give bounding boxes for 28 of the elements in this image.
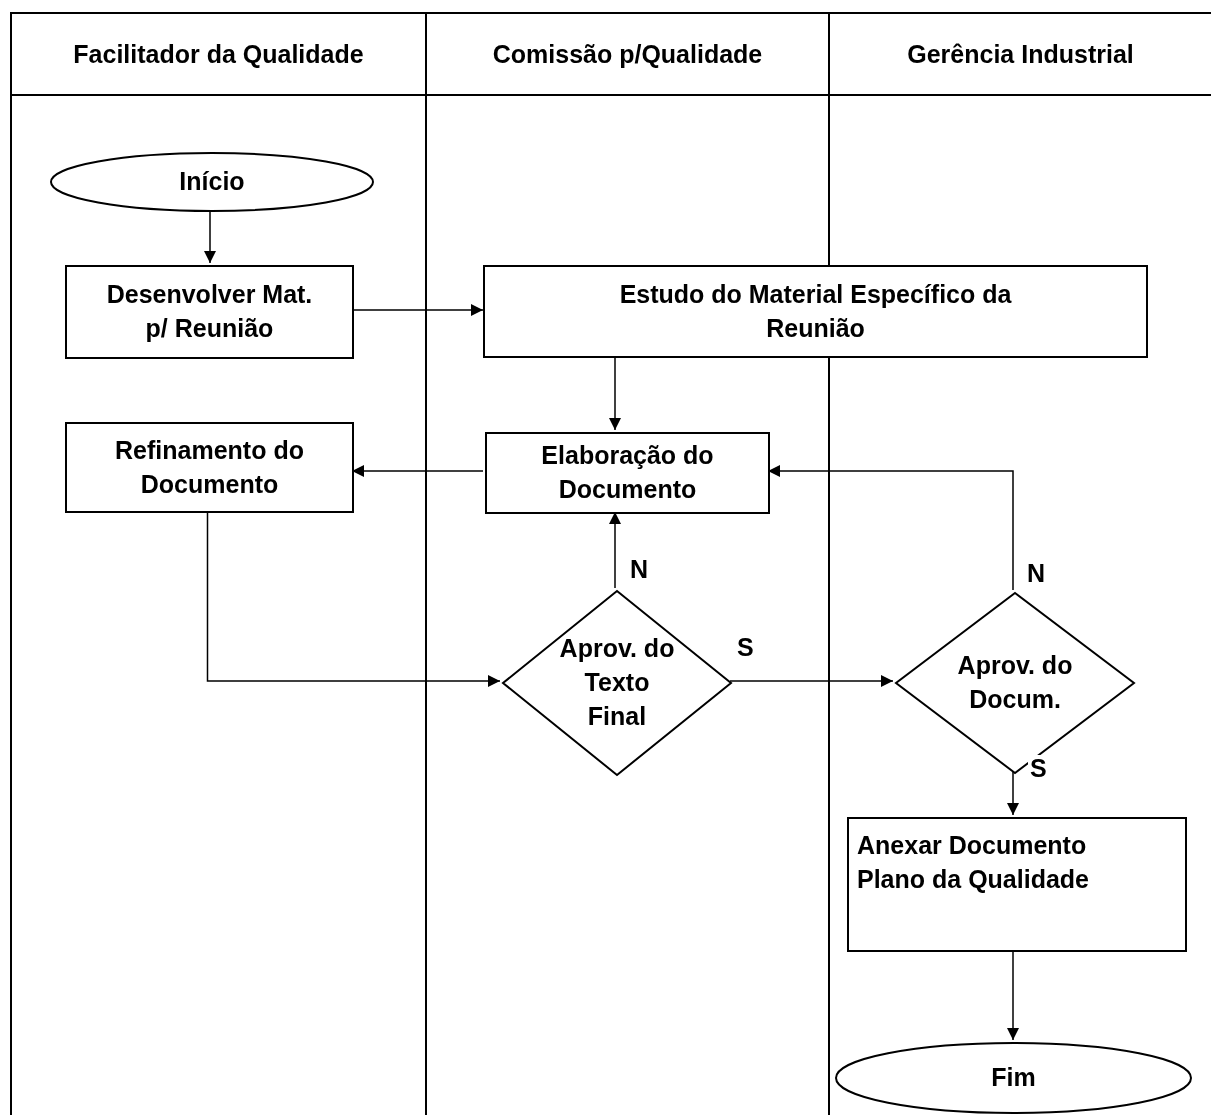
node-label: Aprov. do Docum. [956,650,1074,715]
arrow [351,465,484,477]
lane-heading: Gerência Industrial [907,39,1134,69]
node-label: Estudo do Material Específico da Reunião [618,278,1013,344]
arrow [206,510,501,687]
node-label: Refinamento do Documento [114,434,305,500]
node-label: Fim [991,1062,1036,1094]
process-box [483,265,1148,358]
arrow [729,675,894,687]
lane-heading: Facilitador da Qualidade [73,39,364,69]
process-box [847,817,1187,952]
node-label: Elaboração do Documento [540,440,715,505]
node-label: Aprov. do Texto Final [558,633,676,732]
node-label: Anexar Documento Plano da Qualidade [857,830,1090,895]
arrow [609,511,621,589]
lane-heading: Comissão p/Qualidade [492,39,763,69]
arrow [609,357,621,431]
arrow [767,465,1014,591]
arrow [204,209,216,264]
arrow [1007,771,1019,816]
process-box [485,432,770,514]
arrow [351,304,484,316]
swimlane [10,12,425,1115]
process-box [65,265,354,359]
node-label: Desenvolver Mat. p/ Reunião [105,279,314,344]
arrow [1007,949,1019,1041]
process-box [65,422,354,513]
node-label: Início [179,166,245,198]
